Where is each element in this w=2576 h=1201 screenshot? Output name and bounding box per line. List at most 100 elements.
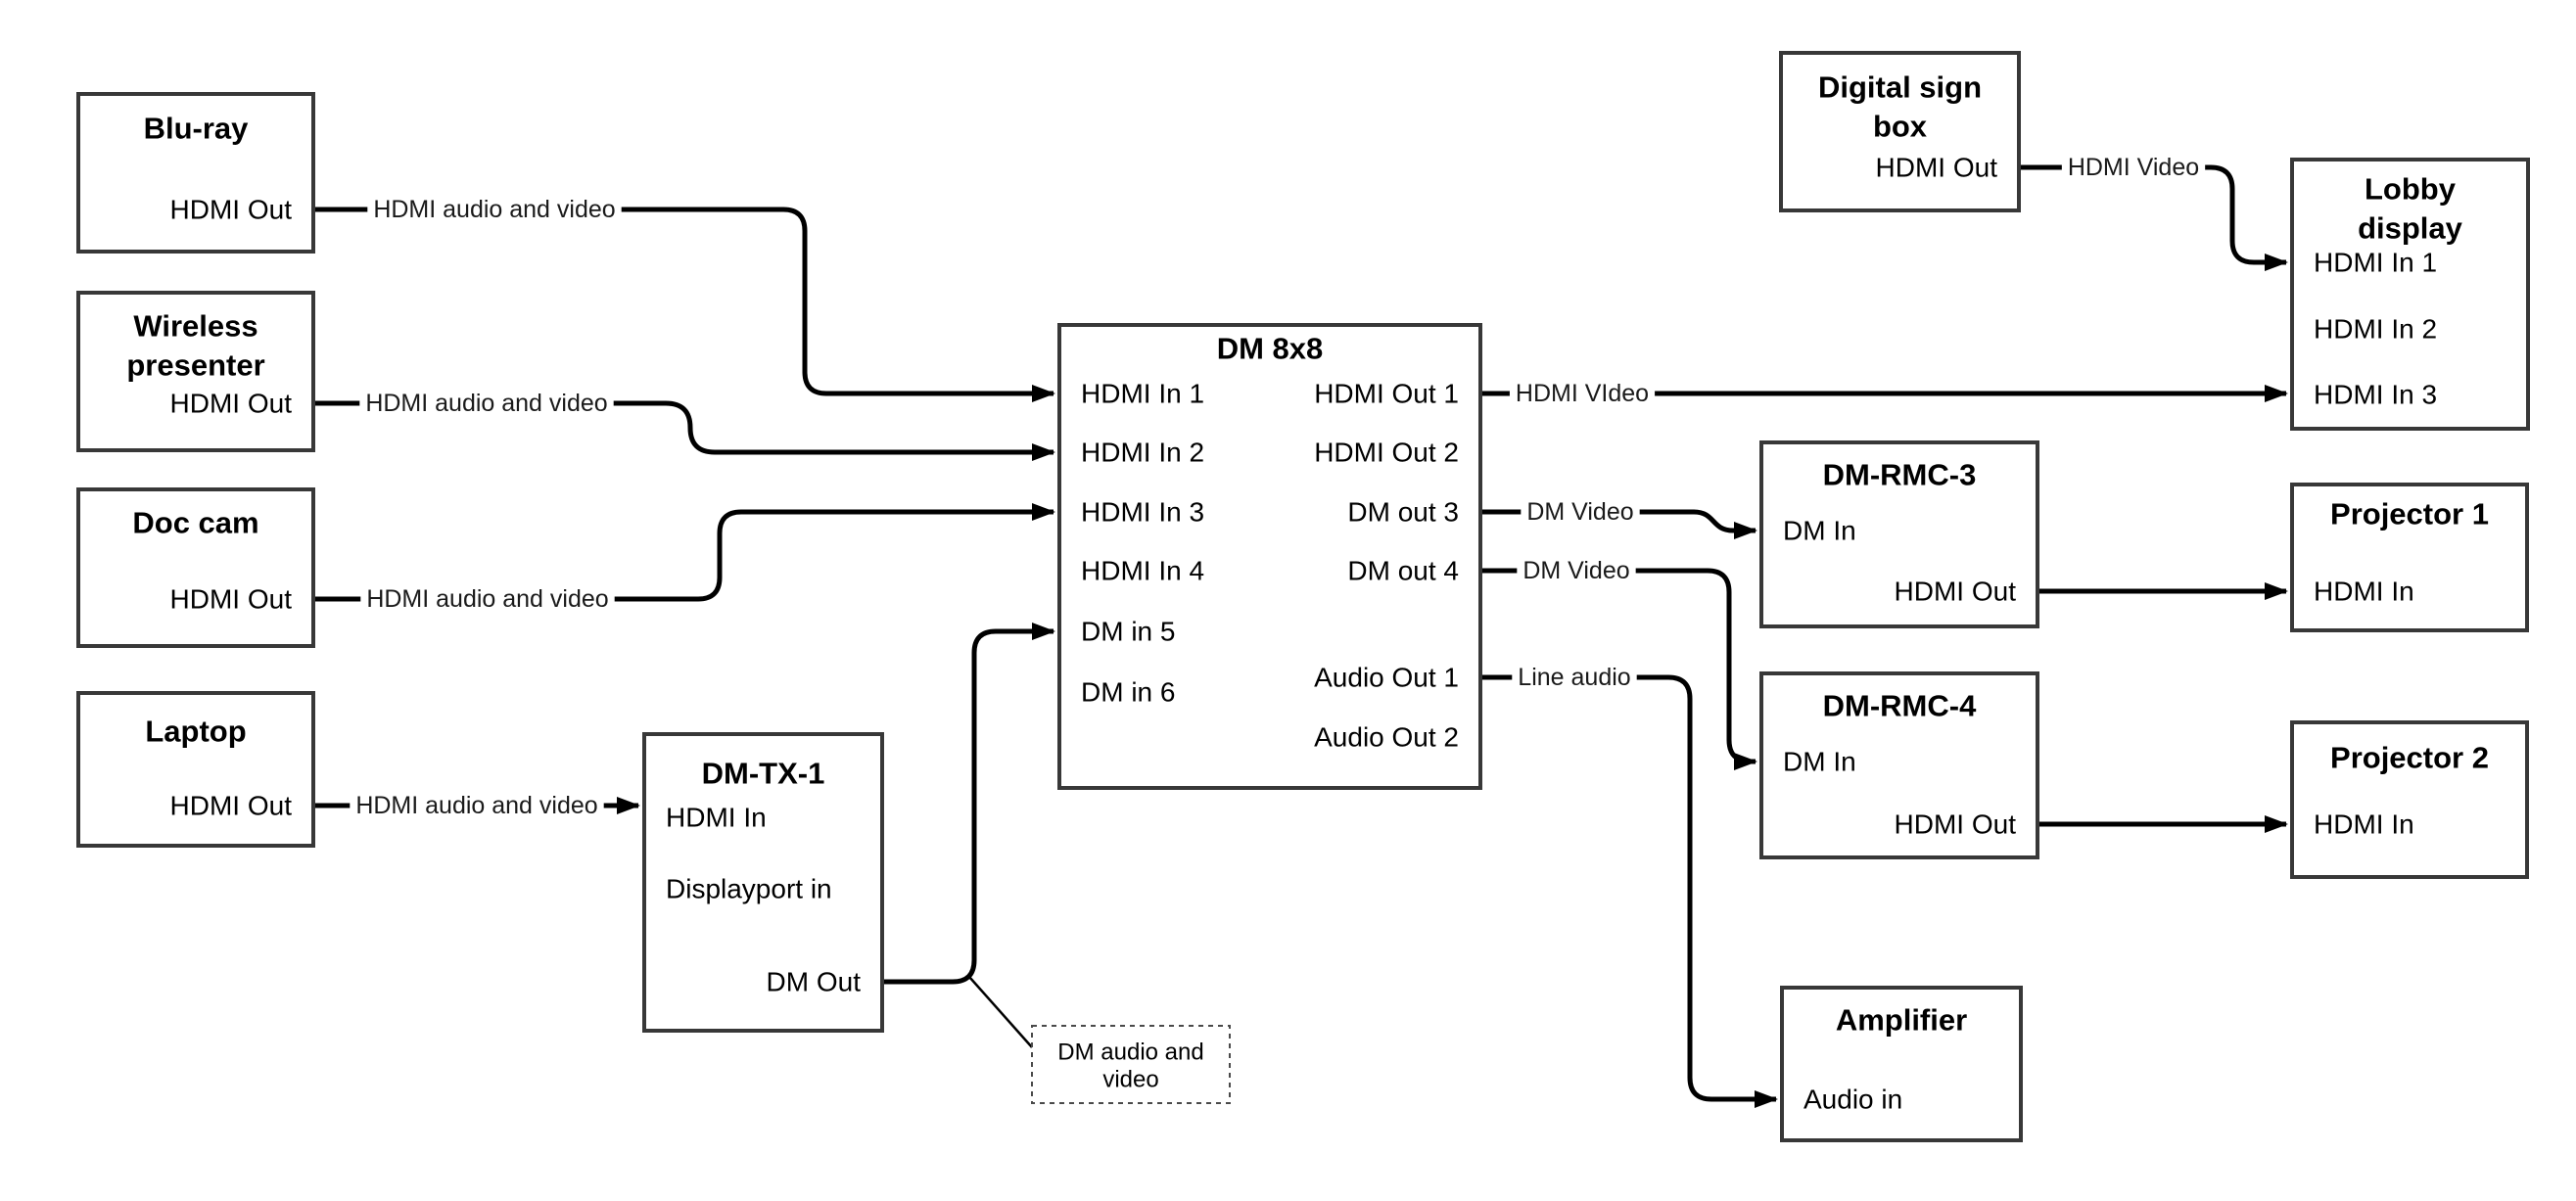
port-projector-2-hdmi-in: HDMI In xyxy=(2314,809,2414,840)
port-dm-8x8-hdmi-in-3: HDMI In 3 xyxy=(1081,497,1204,528)
node-title-projector-2: Projector 2 xyxy=(2330,741,2489,775)
port-doc-cam-hdmi-out: HDMI Out xyxy=(170,584,293,615)
node-box-dm-tx-1 xyxy=(642,732,884,1033)
node-box-lobby-display xyxy=(2290,158,2530,431)
port-dm-8x8-dm-out-3: DM out 3 xyxy=(1347,497,1459,528)
port-dm-8x8-hdmi-out-1: HDMI Out 1 xyxy=(1314,379,1459,409)
node-title-amplifier: Amplifier xyxy=(1836,1003,1967,1038)
edge-label-laptop-to-dmtx1: HDMI audio and video xyxy=(355,792,597,819)
node-title-digital-sign-box: Digital sign xyxy=(1818,70,1982,105)
port-amplifier-audio-in: Audio in xyxy=(1803,1085,1902,1115)
node-box-projector-2 xyxy=(2290,720,2529,879)
port-dm-8x8-hdmi-in-1: HDMI In 1 xyxy=(1081,379,1204,409)
port-dm-8x8-dm-in-5: DM in 5 xyxy=(1081,617,1175,647)
edge-label-dm8x8-audio1-to-amplifier: Line audio xyxy=(1518,664,1630,691)
port-dm-tx-1-dm-out: DM Out xyxy=(767,967,862,997)
node-box-dm-8x8 xyxy=(1057,323,1482,790)
port-dm-tx-1-hdmi-in: HDMI In xyxy=(666,803,767,833)
edge-dm8x8-audio1-to-amplifier xyxy=(1480,674,1778,1108)
edge-label-bg-dm8x8-out4-to-dmrmc4 xyxy=(1517,555,1636,586)
port-dm-rmc-3-hdmi-out: HDMI Out xyxy=(1895,577,2017,607)
node-title-wireless-presenter: Wireless xyxy=(133,309,258,344)
node-box-bluray xyxy=(76,92,315,254)
node-title-bluray: Blu-ray xyxy=(144,112,250,146)
port-bluray-hdmi-out: HDMI Out xyxy=(170,195,293,225)
node-box-digital-sign-box xyxy=(1779,51,2021,212)
edge-label-bg-dm8x8-out1-to-lobby-in3 xyxy=(1509,378,1656,409)
edge-label-doccam-to-dm8x8-in3: HDMI audio and video xyxy=(366,585,608,613)
node-box-laptop xyxy=(76,691,315,848)
edge-label-bg-bluray-to-dm8x8-in1 xyxy=(367,194,622,225)
node-title-wireless-presenter: presenter xyxy=(126,348,264,383)
edge-label-bg-doccam-to-dm8x8-in3 xyxy=(360,583,615,615)
node-box-amplifier xyxy=(1780,986,2023,1142)
edge-dm8x8-out3-to-dmrmc3 xyxy=(1480,509,1757,539)
node-box-doc-cam xyxy=(76,487,315,648)
port-dm-rmc-4-hdmi-out: HDMI Out xyxy=(1895,809,2017,840)
node-projector-2: Projector 2 HDMI In xyxy=(2290,720,2529,879)
callout-text-line: DM audio and xyxy=(1057,1039,1203,1066)
edge-dm8x8-out4-to-dmrmc4 xyxy=(1480,568,1757,770)
node-title-lobby-display: Lobby xyxy=(2365,172,2457,207)
edge-label-digsign-to-lobby-in1: HDMI Video xyxy=(2068,154,2199,181)
node-title-dm-rmc-4: DM-RMC-4 xyxy=(1823,689,1977,723)
port-dm-8x8-audio-out-2: Audio Out 2 xyxy=(1314,722,1459,753)
callout-leader-line xyxy=(968,976,1033,1048)
edge-label-bg-laptop-to-dmtx1 xyxy=(350,790,604,821)
edge-doccam-to-dm8x8-in3 xyxy=(313,503,1055,602)
port-dm-8x8-hdmi-out-2: HDMI Out 2 xyxy=(1314,438,1459,468)
port-laptop-hdmi-out: HDMI Out xyxy=(170,791,293,821)
edge-label-bg-dm8x8-audio1-to-amplifier xyxy=(1512,662,1637,693)
node-title-projector-1: Projector 1 xyxy=(2330,497,2489,531)
node-title-doc-cam: Doc cam xyxy=(132,506,258,540)
edge-label-bg-dm8x8-out3-to-dmrmc3 xyxy=(1521,496,1640,528)
node-dm-rmc-4: DM-RMC-4 DM In HDMI Out xyxy=(1759,671,2039,859)
edge-label-bg-digsign-to-lobby-in1 xyxy=(2061,152,2206,183)
node-dm-rmc-3: DM-RMC-3 DM In HDMI Out xyxy=(1759,440,2039,628)
port-dm-rmc-3-dm-in: DM In xyxy=(1783,516,1856,546)
edge-digsign-to-lobby-in1 xyxy=(2019,164,2288,271)
port-digital-sign-box-hdmi-out: HDMI Out xyxy=(1876,153,1998,183)
port-dm-8x8-dm-out-4: DM out 4 xyxy=(1347,556,1459,586)
port-dm-rmc-4-dm-in: DM In xyxy=(1783,747,1856,777)
edge-label-dm8x8-out4-to-dmrmc4: DM Video xyxy=(1522,557,1629,584)
node-title-dm-tx-1: DM-TX-1 xyxy=(702,757,825,791)
port-dm-8x8-hdmi-in-4: HDMI In 4 xyxy=(1081,556,1204,586)
port-lobby-display-hdmi-in-2: HDMI In 2 xyxy=(2314,314,2437,345)
node-box-dm-rmc-4 xyxy=(1759,671,2039,859)
edge-label-bluray-to-dm8x8-in1: HDMI audio and video xyxy=(373,196,615,223)
port-dm-tx-1-displayport-in: Displayport in xyxy=(666,874,832,904)
callout-text-line: video xyxy=(1102,1067,1158,1093)
node-title-laptop: Laptop xyxy=(145,715,246,749)
edge-bluray-to-dm8x8-in1 xyxy=(313,207,1055,402)
port-lobby-display-hdmi-in-3: HDMI In 3 xyxy=(2314,380,2437,410)
edge-label-wireless-to-dm8x8-in2: HDMI audio and video xyxy=(365,390,607,417)
node-box-dm-rmc-3 xyxy=(1759,440,2039,628)
port-dm-8x8-dm-in-6: DM in 6 xyxy=(1081,677,1175,708)
edge-label-dm8x8-out3-to-dmrmc3: DM Video xyxy=(1526,498,1633,526)
port-wireless-presenter-hdmi-out: HDMI Out xyxy=(170,389,293,419)
node-title-lobby-display: display xyxy=(2358,211,2463,246)
edge-label-bg-wireless-to-dm8x8-in2 xyxy=(359,388,614,419)
node-box-projector-1 xyxy=(2290,483,2529,632)
node-title-dm-rmc-3: DM-RMC-3 xyxy=(1823,458,1977,492)
node-title-dm-8x8: DM 8x8 xyxy=(1217,332,1324,366)
edge-dmtx1-to-dm8x8-in5 xyxy=(882,623,1055,985)
edge-wireless-to-dm8x8-in2 xyxy=(313,400,1055,461)
port-dm-8x8-hdmi-in-2: HDMI In 2 xyxy=(1081,438,1204,468)
